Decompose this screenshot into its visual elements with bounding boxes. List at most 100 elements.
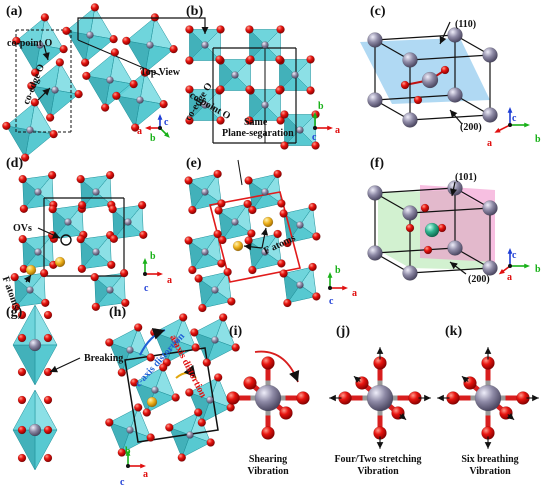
oxygen-atom bbox=[165, 423, 174, 432]
oxygen-atom bbox=[245, 25, 254, 34]
cell-edge bbox=[409, 267, 491, 274]
center-atom bbox=[211, 286, 219, 294]
axis-arrowhead bbox=[327, 272, 333, 278]
oxygen-atom bbox=[158, 363, 168, 372]
oxygen-atom bbox=[275, 86, 284, 95]
oxygen-atom bbox=[11, 302, 21, 312]
oxygen-atom bbox=[400, 80, 410, 90]
metal-atom bbox=[421, 71, 439, 89]
pointer-arrow bbox=[49, 357, 81, 373]
center-atom bbox=[64, 218, 72, 226]
shearing-line2: Vibration bbox=[247, 466, 289, 477]
center-atom bbox=[92, 188, 100, 196]
oxygen-atom bbox=[80, 58, 90, 67]
breathing-line2: Vibration bbox=[469, 466, 511, 477]
a-axis-distortion-arrow bbox=[175, 364, 197, 379]
vibration-arrow bbox=[506, 412, 515, 421]
oxygen-atom bbox=[218, 235, 227, 245]
axis-c-d: c bbox=[144, 283, 149, 294]
cell-edge bbox=[374, 187, 456, 194]
octahedron-facet bbox=[12, 304, 36, 346]
panel-label-h: (h) bbox=[109, 305, 127, 320]
pointer-arrow bbox=[449, 181, 458, 197]
same-plane-line1: Same bbox=[244, 117, 268, 128]
oxygen-atom bbox=[27, 81, 36, 91]
oxygen-atom bbox=[214, 206, 223, 215]
oxygen-atom bbox=[17, 425, 27, 435]
oxygen-atom bbox=[20, 153, 30, 162]
panel-label-g: (g) bbox=[6, 305, 23, 320]
metal-atom bbox=[366, 384, 394, 412]
axis-arrowhead bbox=[142, 258, 148, 264]
octahedron-facet bbox=[108, 326, 139, 351]
metal-atom bbox=[367, 245, 383, 261]
shearing-line1: Shearing bbox=[248, 454, 288, 465]
oxygen-atom bbox=[17, 333, 27, 343]
oxygen-atom bbox=[217, 259, 226, 268]
oxygen-atom bbox=[169, 44, 178, 54]
oxygen-atom bbox=[122, 36, 131, 46]
axis-arrowhead bbox=[507, 248, 513, 254]
center-atom bbox=[231, 71, 239, 79]
atoms-layer bbox=[2, 3, 530, 463]
oxygen-atom bbox=[185, 56, 194, 65]
oxygen-atom bbox=[184, 176, 193, 185]
oxygen-atom bbox=[17, 310, 27, 320]
center-atom bbox=[26, 126, 34, 134]
oxygen-atom bbox=[130, 123, 140, 132]
fluorine-atom bbox=[232, 240, 244, 252]
fluorine-atom bbox=[25, 264, 37, 276]
axis-a-f: a bbox=[507, 272, 512, 283]
oxygen-atom bbox=[246, 55, 255, 64]
shearing-caption: Shearing Vibration bbox=[233, 454, 303, 478]
center-atom bbox=[261, 248, 269, 256]
oxygen-atom bbox=[280, 141, 289, 150]
oxygen-atom bbox=[190, 328, 199, 337]
octahedron-facet bbox=[112, 204, 143, 223]
oxygen-atom bbox=[273, 169, 282, 179]
center-atom bbox=[106, 76, 114, 84]
oxygen-atom bbox=[137, 200, 147, 210]
oxygen-atom bbox=[17, 453, 27, 463]
axis-arrowhead bbox=[498, 269, 505, 275]
oxygen-atom bbox=[216, 25, 225, 34]
octahedron-facet bbox=[188, 233, 219, 253]
oxygen-atom bbox=[279, 406, 293, 420]
axis-c-b: c bbox=[312, 132, 317, 143]
oxygen-atom bbox=[43, 310, 53, 320]
oxygen-atom bbox=[283, 298, 292, 308]
oxygen-atom bbox=[231, 343, 240, 352]
axis-arrowhead bbox=[164, 132, 170, 138]
cell-red-outline bbox=[209, 191, 301, 283]
oxygen-atom bbox=[43, 395, 53, 405]
plane-200-label-f: (200) bbox=[468, 274, 490, 285]
oxygen-atom bbox=[276, 116, 285, 125]
oxygen-atom bbox=[117, 448, 127, 457]
oxygen-atom bbox=[178, 313, 188, 322]
oxygen-atom bbox=[19, 204, 29, 214]
center-atom bbox=[34, 188, 42, 196]
oxygen-atom bbox=[261, 356, 275, 370]
octahedron-facet bbox=[34, 389, 58, 431]
oxygen-atom bbox=[312, 292, 321, 301]
center-atom bbox=[201, 248, 209, 256]
same-plane-line2: Plane-segaration bbox=[222, 128, 294, 139]
octahedron-facet bbox=[283, 114, 317, 131]
oxygen-atom bbox=[105, 338, 114, 347]
pointer-arrow bbox=[243, 243, 263, 251]
oxygen-atom bbox=[247, 229, 256, 238]
oxygen-atom bbox=[499, 406, 513, 420]
oxygen-atom bbox=[107, 260, 116, 270]
octahedron-facet bbox=[5, 101, 36, 131]
oxygen-atom bbox=[279, 209, 288, 218]
octahedron-facet bbox=[193, 316, 224, 341]
axis-a-a: a bbox=[137, 126, 142, 137]
axis-origin bbox=[143, 272, 147, 276]
oxygen-atom bbox=[30, 98, 40, 107]
axis-c-c: c bbox=[512, 113, 517, 124]
metal-atom bbox=[28, 423, 42, 437]
oxygen-atom bbox=[202, 358, 212, 367]
octahedron-facet bbox=[283, 266, 314, 286]
oxygen-atom bbox=[306, 55, 315, 64]
